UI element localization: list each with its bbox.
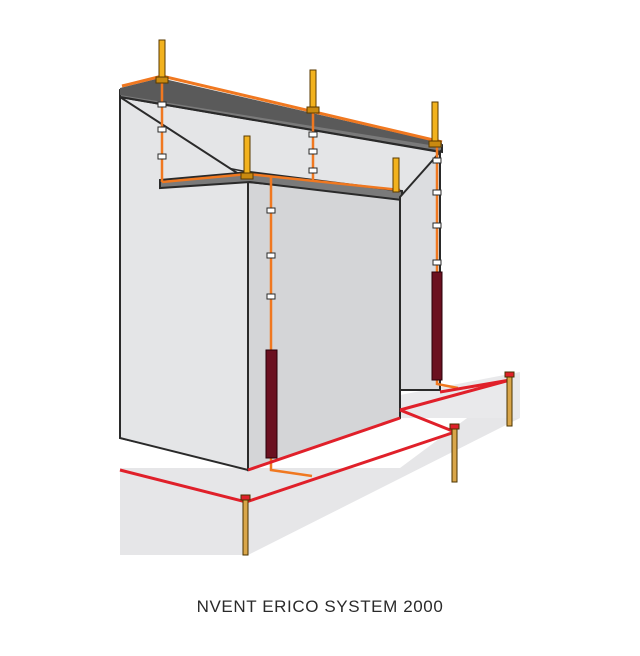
clip <box>308 167 318 174</box>
clip <box>432 157 442 164</box>
clip <box>157 101 167 108</box>
ground-rods <box>240 371 515 556</box>
clip <box>266 293 276 300</box>
downlead-guard-front <box>265 349 278 459</box>
clip <box>308 131 318 138</box>
clip <box>308 148 318 155</box>
air-terminal-base <box>428 140 442 148</box>
ground-rod-clamp <box>240 494 251 501</box>
downlead-guard-back <box>431 271 443 381</box>
lightning-protection-diagram <box>119 39 520 556</box>
clip <box>157 153 167 160</box>
air-terminal-rod <box>243 135 251 177</box>
air-terminal-base <box>155 76 169 84</box>
ground-rod-clamp <box>449 423 460 430</box>
back-building-side <box>399 149 441 391</box>
clip <box>157 126 167 133</box>
air-terminal-base <box>240 172 254 180</box>
clip <box>266 207 276 214</box>
air-terminal-rod <box>392 157 400 193</box>
air-terminal-rod <box>431 101 439 145</box>
conductor-clips <box>157 101 442 300</box>
clip <box>266 252 276 259</box>
air-terminal-base <box>306 106 320 114</box>
ground-loop-return <box>247 416 401 472</box>
downlead-back-to-ground <box>435 380 459 390</box>
clip <box>432 259 442 266</box>
diagram-caption: NVENT ERICO SYSTEM 2000 <box>196 597 444 616</box>
ground-rod-clamp <box>504 371 515 378</box>
ground-rod <box>506 373 513 427</box>
clip <box>432 189 442 196</box>
clip <box>432 222 442 229</box>
air-terminals <box>155 39 442 193</box>
ground-loop-back <box>399 378 511 412</box>
air-terminal-rod <box>309 69 317 111</box>
ground-loop-path <box>399 408 456 434</box>
air-terminal-rod <box>158 39 166 81</box>
ground-loop-edge <box>439 378 511 394</box>
back-roof-edge <box>120 78 442 147</box>
ground-rod <box>451 425 458 483</box>
ground-slab <box>120 372 520 555</box>
downlead-front-to-ground <box>269 462 313 478</box>
ground-rod <box>242 496 249 556</box>
